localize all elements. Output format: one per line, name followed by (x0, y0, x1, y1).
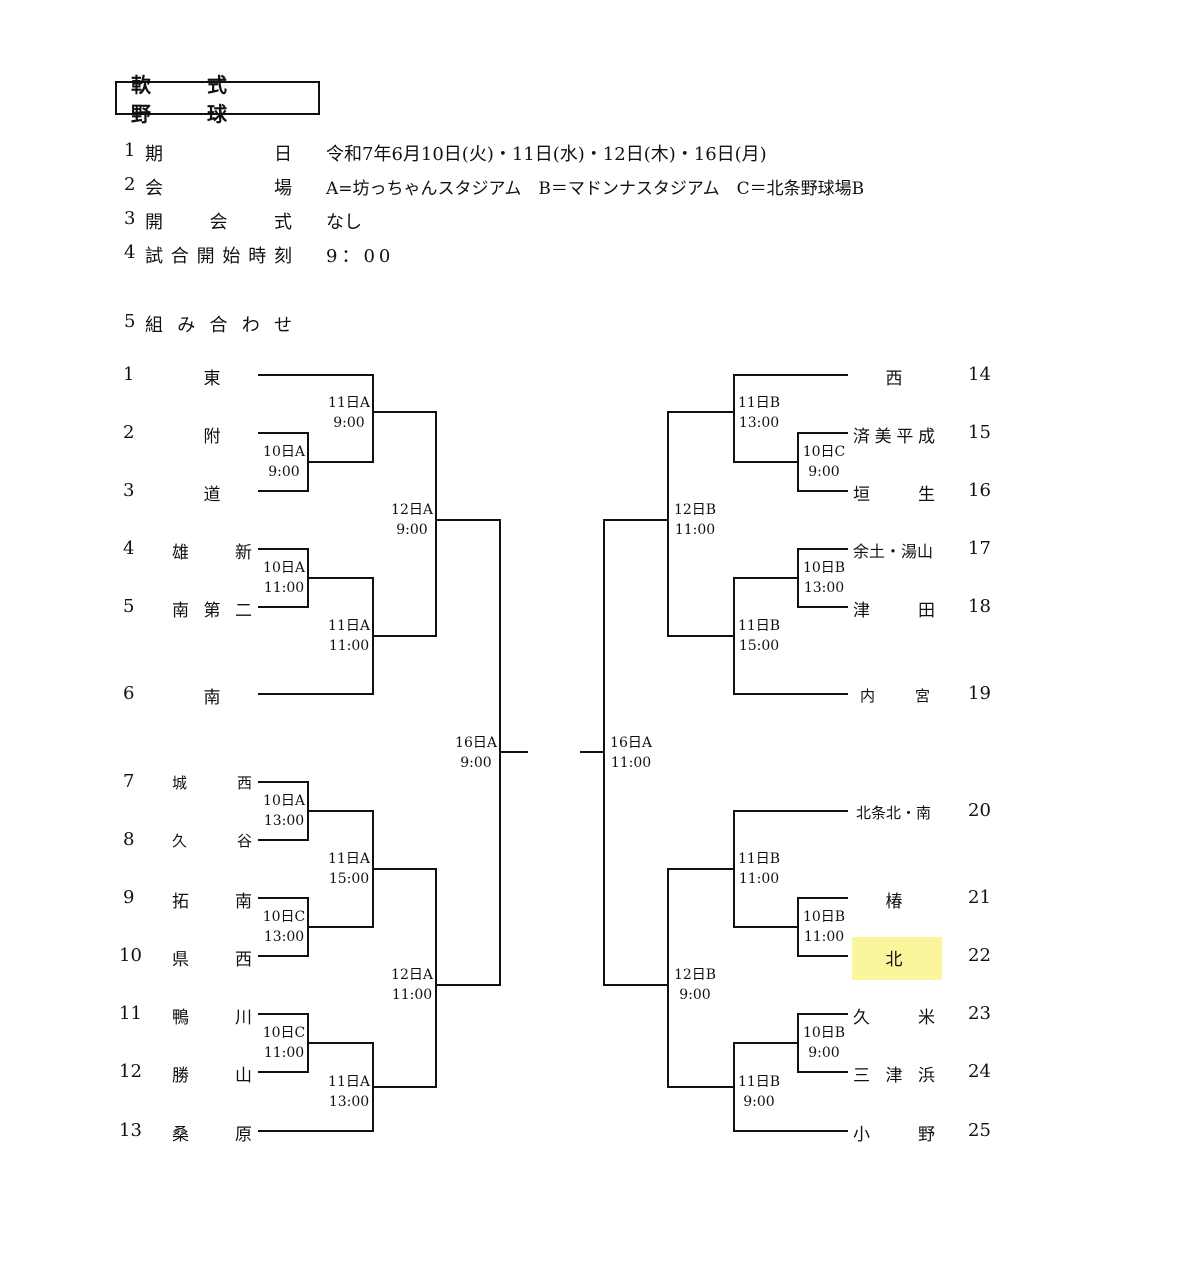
team-name: 道 (203, 485, 221, 505)
team-number: 25 (968, 1120, 991, 1141)
team-name: 城 西 (172, 774, 252, 792)
team-number: 2 (123, 422, 135, 443)
team-number: 17 (968, 538, 991, 559)
team-name: 勝 山 (172, 1066, 252, 1086)
section-label: 組み合わせ (145, 315, 295, 336)
team-name: 久 谷 (172, 832, 252, 850)
team-number: 12 (119, 1061, 142, 1082)
info-value-ceremony: なし (326, 212, 362, 233)
team-number: 16 (968, 480, 991, 501)
team-number: 1 (123, 364, 135, 385)
team-name: 南第二 (172, 601, 252, 621)
team-number: 13 (119, 1120, 142, 1141)
info-label: 期 日 (145, 144, 295, 165)
team-number: 8 (123, 829, 135, 850)
team-name: 西 (885, 369, 903, 389)
team-name: 桑 原 (172, 1125, 252, 1145)
team-name: 県 西 (172, 950, 252, 970)
team-number: 22 (968, 945, 991, 966)
team-name: 鴨 川 (172, 1008, 252, 1028)
team-number: 3 (123, 480, 135, 501)
team-number: 24 (968, 1061, 991, 1082)
team-number: 18 (968, 596, 991, 617)
info-no: 1 (124, 140, 136, 161)
team-number: 19 (968, 683, 991, 704)
info-no: 4 (124, 242, 136, 263)
info-no: 2 (124, 174, 136, 195)
team-name: 津 田 (853, 601, 935, 621)
team-number: 6 (123, 683, 135, 704)
team-number: 20 (968, 800, 991, 821)
info-label: 開 会 式 (145, 212, 295, 233)
highlight-team-22 (852, 937, 942, 980)
team-number: 9 (123, 887, 135, 908)
team-number: 7 (123, 771, 135, 792)
team-name: 附 (203, 427, 221, 447)
team-name: 内 宮 (860, 687, 930, 705)
team-name: 椿 (885, 892, 903, 912)
team-number: 10 (119, 945, 142, 966)
team-number: 15 (968, 422, 991, 443)
team-name: 小 野 (853, 1125, 935, 1145)
team-number: 21 (968, 887, 991, 908)
team-name: 久 米 (853, 1008, 935, 1028)
team-name: 三津浜 (853, 1066, 935, 1086)
team-name: 南 (203, 688, 221, 708)
info-label: 会 場 (145, 178, 295, 199)
team-name: 北条北・南 (856, 804, 932, 822)
team-name: 余土・湯山 (853, 542, 934, 561)
team-number: 14 (968, 364, 991, 385)
team-name: 雄 新 (172, 543, 252, 563)
team-name: 垣 生 (853, 485, 935, 505)
section-no: 5 (124, 311, 136, 332)
team-name: 東 (203, 369, 221, 389)
team-number: 23 (968, 1003, 991, 1024)
team-name: 済美平成 (853, 427, 935, 447)
team-name: 拓 南 (172, 892, 252, 912)
team-number: 11 (119, 1003, 142, 1024)
info-value-dates: 令和7年6月10日(火)・11日(水)・12日(木)・16日(月) (326, 144, 767, 165)
team-number: 4 (123, 538, 135, 559)
team-number: 5 (123, 596, 135, 617)
info-label: 試合開始時刻 (145, 246, 295, 267)
info-value-start-time: 9：00 (326, 246, 395, 267)
team-name-highlighted: 北 (885, 950, 903, 970)
info-value-venues: A=坊っちゃんスタジアム B＝マドンナスタジアム C＝北条野球場B (326, 179, 865, 199)
info-no: 3 (124, 208, 136, 229)
